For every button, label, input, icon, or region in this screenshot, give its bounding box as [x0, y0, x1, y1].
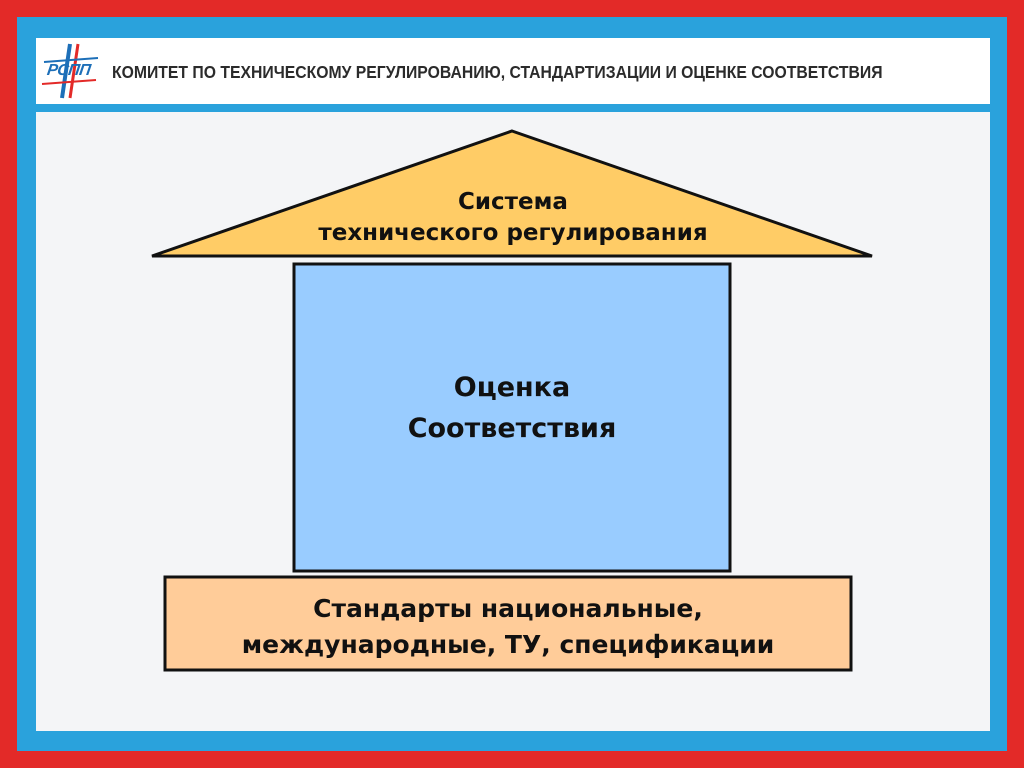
rspp-logo: РСПП [40, 40, 102, 102]
body-label-line2: Соответствия [407, 413, 617, 444]
roof-triangle [151, 129, 873, 258]
base-label: Стандарты национальные, международные, Т… [168, 591, 848, 663]
roof-label-line1: Система [458, 189, 568, 215]
page-title: КОМИТЕТ ПО ТЕХНИЧЕСКОМУ РЕГУЛИРОВАНИЮ, С… [112, 62, 883, 82]
body-box [292, 262, 732, 573]
body-label: Оценка Соответствия [296, 367, 728, 449]
body-label-line1: Оценка [453, 372, 571, 403]
base-box [163, 575, 853, 672]
roof-label-line2: технического регулирования [318, 220, 708, 246]
base-label-line2: международные, ТУ, спецификации [241, 630, 775, 659]
header-bar: РСПП КОМИТЕТ ПО ТЕХНИЧЕСКОМУ РЕГУЛИРОВАН… [36, 38, 990, 104]
roof-label: Система технического регулирования [253, 187, 773, 249]
base-label-line1: Стандарты национальные, [313, 594, 703, 623]
